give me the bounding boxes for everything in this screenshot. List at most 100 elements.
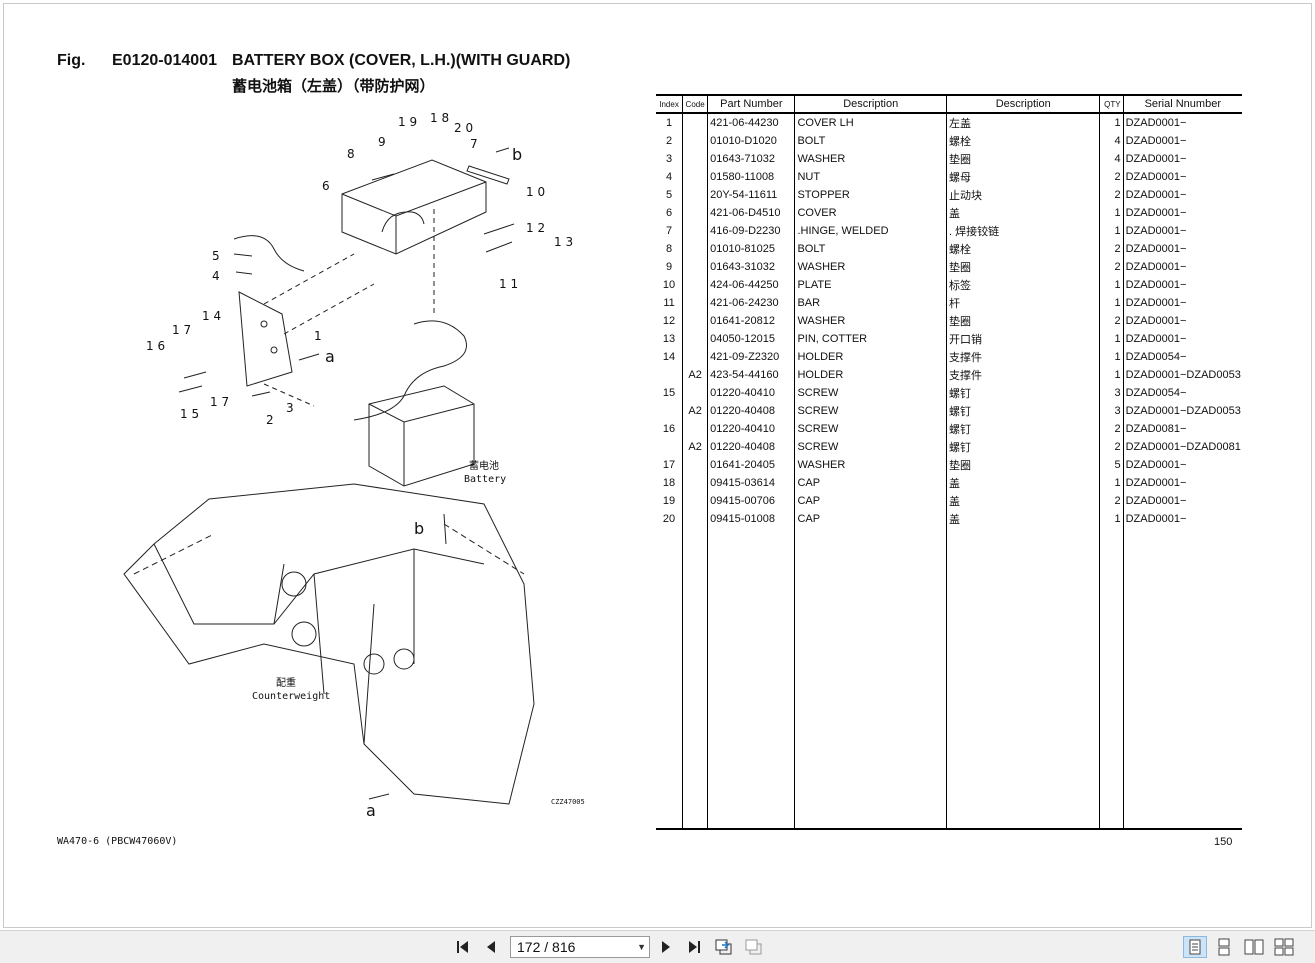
cell-serial: DZAD0001−DZAD0081 — [1122, 438, 1242, 456]
cell-desc: SCREW — [794, 420, 947, 438]
cell-part: 01220-40408 — [707, 438, 795, 456]
callout-11: 1 1 — [499, 277, 518, 291]
cell-qty: 1 — [1099, 366, 1124, 384]
header-index: Index — [656, 94, 683, 114]
cell-qty: 2 — [1099, 420, 1124, 438]
next-page-button[interactable] — [655, 936, 677, 958]
cell-desc-cn: 止动块 — [945, 186, 1100, 204]
cell-desc: HOLDER — [794, 348, 947, 366]
cell-serial: DZAD0054− — [1122, 348, 1242, 366]
callout-15: 1 5 — [180, 407, 199, 421]
cell-serial: DZAD0001−DZAD0053 — [1122, 402, 1242, 420]
cell-desc-cn: 标签 — [945, 276, 1100, 294]
cell-desc-cn: 盖 — [945, 204, 1100, 222]
cell-desc-cn: 盖 — [945, 492, 1100, 510]
continuous-view-icon — [1218, 938, 1230, 956]
single-page-view-button[interactable] — [1183, 936, 1207, 958]
cell-desc: CAP — [794, 510, 947, 528]
cell-qty: 2 — [1099, 312, 1124, 330]
cell-qty: 2 — [1099, 438, 1124, 456]
go-back-view-button[interactable] — [713, 936, 735, 958]
figure-code: E0120-014001 — [112, 52, 217, 69]
cell-part: 421-06-44230 — [707, 113, 795, 132]
cell-code — [682, 294, 708, 312]
callout-14: 1 4 — [202, 309, 221, 323]
chevron-down-icon[interactable]: ▼ — [637, 942, 646, 952]
cell-desc: CAP — [794, 474, 947, 492]
cell-desc-cn: 螺钉 — [945, 420, 1100, 438]
continuous-view-button[interactable] — [1212, 936, 1236, 958]
filler-cell — [656, 528, 683, 830]
cell-desc-cn: 盖 — [945, 474, 1100, 492]
cell-desc: SCREW — [794, 402, 947, 420]
cell-code — [682, 456, 708, 474]
cell-desc: COVER — [794, 204, 947, 222]
header-code: Code — [682, 94, 708, 114]
go-forward-view-button[interactable] — [743, 936, 765, 958]
first-page-button[interactable] — [452, 936, 474, 958]
continuous-facing-view-icon — [1274, 938, 1294, 956]
view-marker-a2: a — [366, 801, 376, 820]
cell-desc: NUT — [794, 168, 947, 186]
cell-code: A2 — [682, 366, 708, 384]
cell-index: 2 — [665, 135, 673, 147]
filler-cell — [794, 528, 947, 830]
cell-serial: DZAD0001− — [1122, 168, 1242, 186]
page-indicator: 172 / 816 — [517, 939, 576, 955]
parts-table: Index Code Part Number Description Descr… — [656, 94, 1242, 830]
callout-16: 1 6 — [146, 339, 165, 353]
counterweight-cn-label: 配重 — [276, 676, 296, 689]
callout-20: 2 0 — [454, 121, 473, 135]
cell-part: 421-09-Z2320 — [707, 348, 795, 366]
cell-desc-cn: 垫圈 — [945, 312, 1100, 330]
callout-17a: 1 7 — [172, 323, 191, 337]
cell-code — [682, 240, 708, 258]
cell-part: 01010-81025 — [707, 240, 795, 258]
facing-view-button[interactable] — [1242, 936, 1266, 958]
cell-desc-cn: 螺钉 — [945, 402, 1100, 420]
cell-serial: DZAD0001− — [1122, 222, 1242, 240]
cell-index: 10 — [662, 279, 676, 291]
last-page-button[interactable] — [683, 936, 705, 958]
prev-page-button[interactable] — [480, 936, 502, 958]
cell-desc: BAR — [794, 294, 947, 312]
cell-qty: 2 — [1099, 492, 1124, 510]
cell-index: 7 — [665, 225, 673, 237]
cell-part: 01220-40408 — [707, 402, 795, 420]
counterweight-en-label: Counterweight — [252, 691, 330, 702]
cell-part: 20Y-54-11611 — [707, 186, 795, 204]
cell-part: 09415-01008 — [707, 510, 795, 528]
cell-desc: WASHER — [794, 456, 947, 474]
cell-desc-cn: 螺母 — [945, 168, 1100, 186]
cell-code — [682, 222, 708, 240]
cell-code: A2 — [682, 402, 708, 420]
cell-desc: PIN, COTTER — [794, 330, 947, 348]
cell-serial: DZAD0001− — [1122, 276, 1242, 294]
continuous-facing-view-button[interactable] — [1272, 936, 1296, 958]
cell-desc: WASHER — [794, 150, 947, 168]
callout-17b: 1 7 — [210, 395, 229, 409]
cell-desc-cn: 垫圈 — [945, 150, 1100, 168]
cell-part: 09415-03614 — [707, 474, 795, 492]
cell-desc-cn: 螺栓 — [945, 240, 1100, 258]
cell-index: 18 — [662, 477, 676, 489]
cell-index: 16 — [662, 423, 676, 435]
cell-code — [682, 132, 708, 150]
cell-code — [682, 348, 708, 366]
filler-cell — [707, 528, 795, 830]
cell-qty: 1 — [1099, 474, 1124, 492]
cell-desc-cn: 螺栓 — [945, 132, 1100, 150]
cell-code: A2 — [682, 438, 708, 456]
cell-desc-cn: 支撑件 — [945, 348, 1100, 366]
cell-qty: 1 — [1099, 510, 1124, 528]
page-number-input[interactable]: 172 / 816 ▼ — [510, 936, 650, 958]
